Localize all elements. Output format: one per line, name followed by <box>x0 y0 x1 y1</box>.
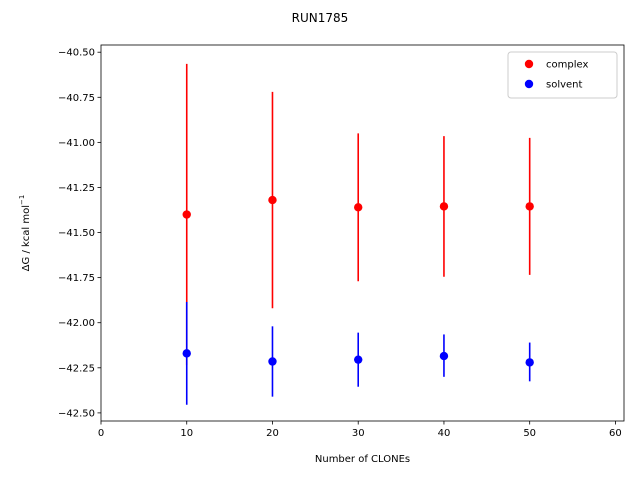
y-tick-label: −40.50 <box>58 48 95 59</box>
x-tick-label: 30 <box>352 428 365 439</box>
data-point-complex <box>182 210 191 219</box>
data-point-solvent <box>525 358 534 367</box>
legend: complex solvent <box>507 51 618 99</box>
y-axis-label-superscript: −1 <box>18 195 26 205</box>
data-point-solvent <box>439 351 449 361</box>
y-tick-label: −42.00 <box>58 318 95 329</box>
x-tick-label: 10 <box>180 428 193 439</box>
legend-label-solvent: solvent <box>546 80 583 91</box>
x-tick-label: 0 <box>98 428 104 439</box>
plot-area: 0 10 20 30 40 50 60 −42.50 −42.25 −42.00 −41.75 −41… <box>58 44 625 439</box>
x-tick-label: 60 <box>609 428 622 439</box>
data-point-complex <box>525 202 534 211</box>
y-tick-label: −40.75 <box>58 93 95 104</box>
y-tick-label: −42.25 <box>58 363 95 374</box>
data-point-complex <box>439 202 449 211</box>
legend-marker-solvent <box>524 79 534 89</box>
legend-box <box>507 51 618 99</box>
y-tick-label: −41.25 <box>58 183 95 194</box>
y-tick-label: −41.50 <box>58 228 95 239</box>
legend-label-complex: complex <box>546 60 588 71</box>
data-point-complex <box>354 203 363 212</box>
y-tick-label: −41.75 <box>58 273 95 284</box>
data-point-solvent <box>354 355 363 364</box>
x-tick-label: 50 <box>523 428 536 439</box>
y-tick-label: −42.50 <box>58 408 95 419</box>
axes-frame <box>100 44 625 422</box>
data-point-solvent <box>268 357 277 366</box>
x-tick-label: 20 <box>266 428 279 439</box>
legend-marker-complex <box>524 59 534 69</box>
chart-title: RUN1785 <box>292 11 349 25</box>
data-point-solvent <box>182 349 191 358</box>
y-tick-label: −41.00 <box>58 138 95 149</box>
y-axis-label-main: ΔG / kcal mol <box>21 205 32 271</box>
x-axis-label: Number of CLONEs <box>315 454 410 465</box>
y-axis-label: ΔG / kcal mol−1 <box>18 195 32 272</box>
data-point-complex <box>268 195 277 205</box>
x-tick-label: 40 <box>438 428 451 439</box>
